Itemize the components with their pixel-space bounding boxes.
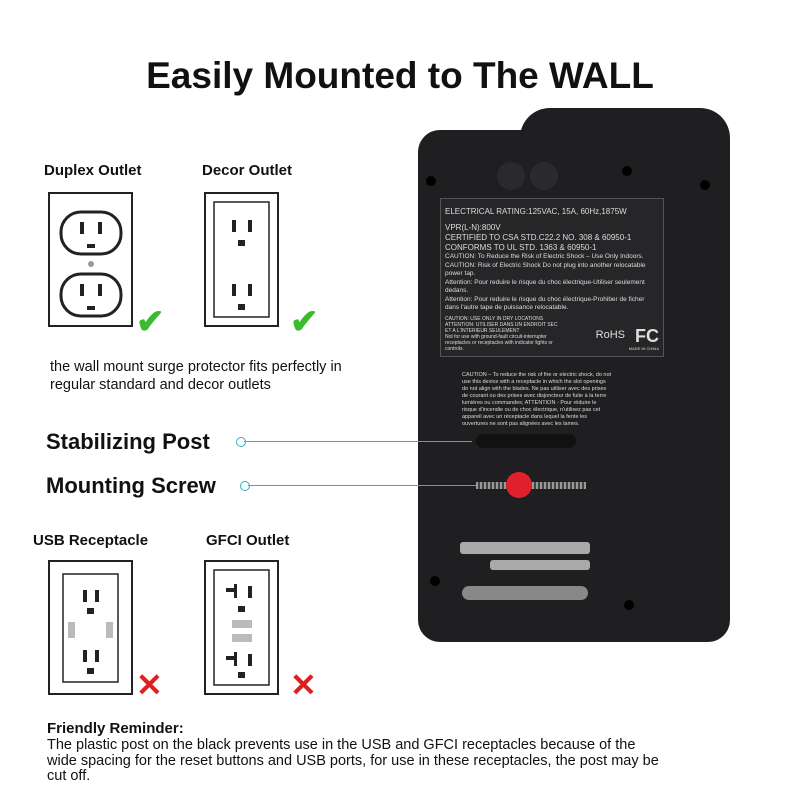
fit-description: the wall mount surge protector fits perf…: [50, 359, 342, 393]
duplex-outlet-illustration: [48, 192, 133, 327]
screw-hole: [700, 180, 710, 190]
duplex-label: Duplex Outlet: [44, 162, 142, 179]
reminder-heading: Friendly Reminder:: [47, 720, 184, 737]
caution-text: CAUTION – To reduce the risk of fire or …: [462, 372, 612, 427]
rating-label: ELECTRICAL RATING:125VAC, 15A, 60Hz,1875…: [440, 198, 664, 357]
marks-row: RoHS FC: [596, 326, 659, 346]
screw-hole: [624, 600, 634, 610]
rating-text: ELECTRICAL RATING:125VAC, 15A, 60Hz,1875…: [445, 207, 627, 216]
decor-label: Decor Outlet: [202, 162, 293, 179]
plug-prong: [460, 542, 590, 554]
label-line: CAUTION: Risk of Electric Shock Do not p…: [445, 261, 646, 278]
made-in-text: MADE IN CHINA: [628, 345, 659, 351]
callout-dot: [240, 481, 250, 491]
ground-pin: [462, 586, 588, 600]
usb-outlet-illustration: [48, 560, 133, 695]
decor-outlet-illustration: [204, 192, 279, 327]
label-line: CONFORMS TO UL STD. 1363 & 60950-1: [445, 243, 597, 252]
indoor-notes: CAUTION: USE ONLY IN DRY LOCATIONS ATTEN…: [445, 316, 563, 352]
callout-dot: [236, 437, 246, 447]
stabilizing-post: [476, 434, 576, 448]
usb-label: USB Receptacle: [33, 532, 149, 549]
headline: Easily Mounted to The WALL: [146, 55, 654, 96]
fcc-logo: FC: [635, 325, 659, 346]
mounting-screw-label: Mounting Screw: [46, 473, 216, 498]
label-line: CAUTION: To Reduce the Risk of Electric …: [445, 253, 644, 260]
label-line: CAUTION: USE ONLY IN DRY LOCATIONS: [445, 315, 544, 322]
check-icon: ✔: [290, 303, 319, 341]
screw-washer: [506, 472, 532, 498]
reminder-body: The plastic post on the black prevents u…: [47, 737, 659, 784]
x-icon: ✕: [136, 667, 163, 703]
label-bottom: CAUTION: USE ONLY IN DRY LOCATIONS ATTEN…: [445, 316, 659, 352]
rohs-mark: RoHS: [595, 329, 625, 341]
label-line: Attention: Pour reduire le risque du cho…: [445, 278, 645, 295]
label-line: ATTENTION: UTILISER DANS UN ENDROIT SEC …: [445, 321, 558, 334]
label-line: CERTIFIED TO CSA STD.C22.2 NO. 308 & 609…: [445, 233, 632, 242]
stabilizing-post-label: Stabilizing Post: [46, 429, 210, 454]
plug-prong: [490, 560, 590, 570]
button: [530, 162, 558, 190]
label-line: VPR(L-N):800V: [445, 223, 501, 232]
check-icon: ✔: [136, 303, 165, 341]
gfci-label: GFCI Outlet: [206, 532, 290, 549]
x-icon: ✕: [290, 667, 317, 703]
device-top-mount: [520, 108, 730, 168]
screw-hole: [426, 176, 436, 186]
screw-hole: [622, 166, 632, 176]
callout-line: [244, 441, 472, 442]
screw-hole: [430, 576, 440, 586]
label-line: Not for use with ground-fault circuit-in…: [445, 333, 553, 352]
callout-line: [248, 485, 476, 486]
button: [497, 162, 525, 190]
certification-marks: RoHS FC MADE IN CHINA: [569, 326, 659, 352]
label-line: Attention: Pour reduire le risque du cho…: [445, 295, 645, 312]
gfci-outlet-illustration: [204, 560, 279, 695]
